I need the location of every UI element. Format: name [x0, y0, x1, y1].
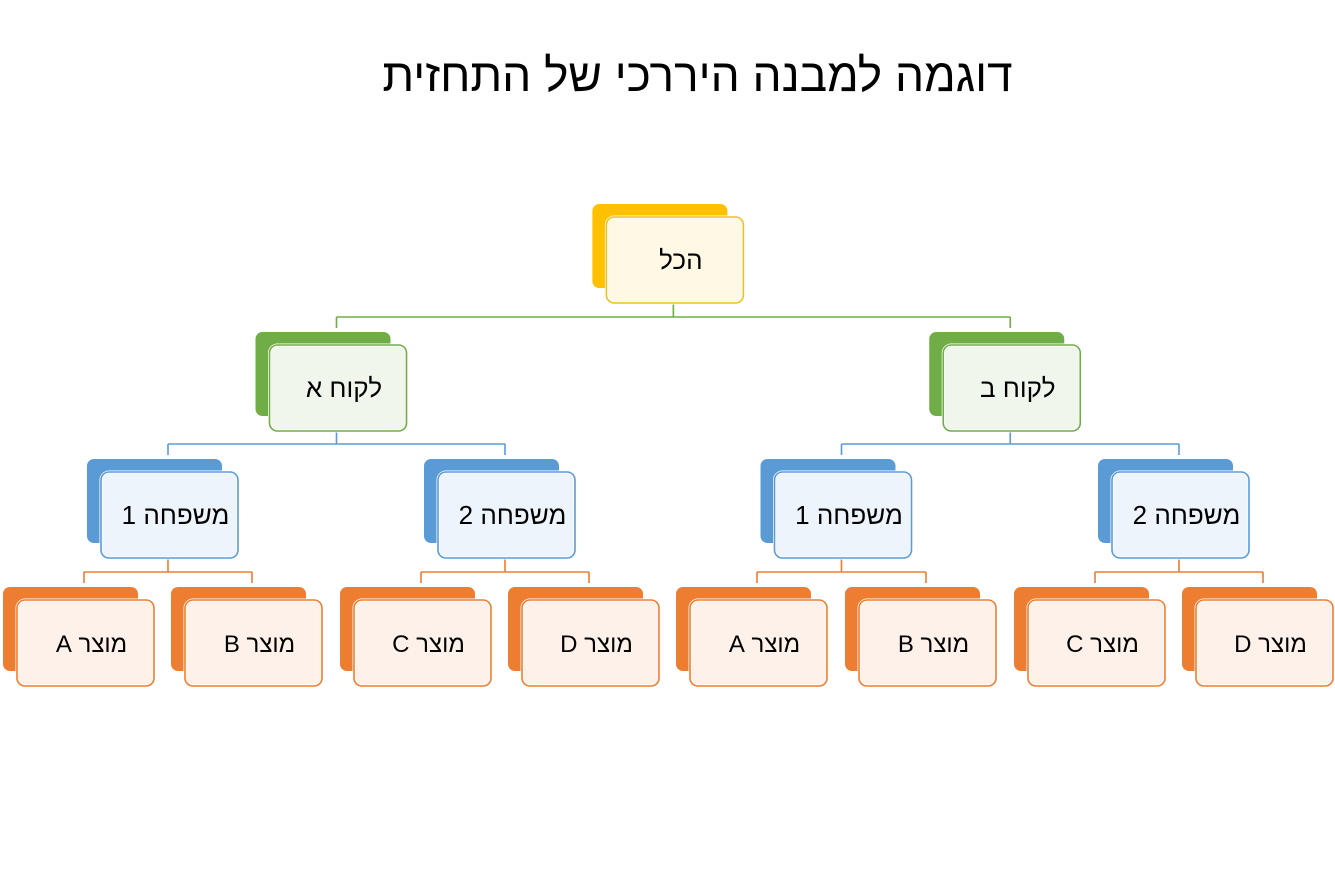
product-node[interactable]: מוצר C [1014, 587, 1167, 688]
family-node-border [773, 471, 913, 559]
family-node-label: משפחה 2 [459, 500, 567, 530]
customer-node-label: לקוח א [306, 373, 382, 403]
product-node[interactable]: מוצר B [845, 587, 998, 688]
family-node[interactable]: משפחה 1 [760, 459, 913, 560]
product-node-border [689, 599, 828, 687]
connector-1-0 [420, 559, 590, 583]
connector-0 [840, 432, 1180, 455]
product-node[interactable]: מוצר C [340, 587, 493, 688]
product-node-label: מוצר C [392, 631, 465, 658]
customer-node[interactable]: לקוח ב [929, 332, 1082, 433]
family-node-label: משפחה 1 [795, 500, 903, 530]
customer-node[interactable]: לקוח א [255, 332, 408, 433]
product-node[interactable]: מוצר A [3, 587, 156, 688]
product-node-border [353, 599, 492, 687]
product-node-border [184, 599, 323, 687]
product-node-border [1027, 599, 1166, 687]
customer-node-label: לקוח ב [980, 373, 1056, 403]
connectors [83, 304, 1264, 583]
product-node[interactable]: מוצר A [676, 587, 829, 688]
product-node-label: מוצר B [224, 631, 295, 658]
product-node-border [521, 599, 660, 687]
family-node-label: משפחה 1 [122, 500, 230, 530]
product-node-label: מוצר D [1234, 631, 1307, 658]
connector-0-0 [1094, 559, 1264, 583]
root-node-border [605, 216, 745, 304]
product-node-border [1195, 599, 1334, 687]
family-node[interactable]: משפחה 2 [1098, 459, 1251, 560]
connector-0-1 [756, 559, 927, 583]
product-node-label: מוצר B [898, 631, 969, 658]
product-node-label: מוצר A [729, 631, 800, 658]
family-node[interactable]: משפחה 2 [424, 459, 577, 560]
product-node[interactable]: מוצר B [171, 587, 324, 688]
family-node-border [437, 471, 576, 559]
diagram-title: דוגמה למבנה היררכי של התחזית [382, 49, 1013, 101]
product-node-label: מוצר A [56, 631, 127, 658]
product-node-border [16, 599, 155, 687]
family-node[interactable]: משפחה 1 [87, 459, 240, 560]
connector-1 [167, 432, 506, 455]
product-node[interactable]: מוצר D [1182, 587, 1335, 688]
customer-node-border [942, 344, 1082, 432]
family-node-border [100, 471, 239, 559]
product-node-label: מוצר C [1066, 631, 1139, 658]
family-node-label: משפחה 2 [1133, 500, 1241, 530]
root-node[interactable]: הכל [592, 204, 745, 305]
product-node-border [858, 599, 997, 687]
customer-node-border [268, 344, 408, 432]
connector-root [335, 304, 1012, 328]
product-node-label: מוצר D [560, 631, 633, 658]
family-node-border [1111, 471, 1250, 559]
connector-1-1 [83, 559, 253, 583]
product-node[interactable]: מוצר D [508, 587, 661, 688]
root-node-label: הכל [659, 245, 702, 275]
